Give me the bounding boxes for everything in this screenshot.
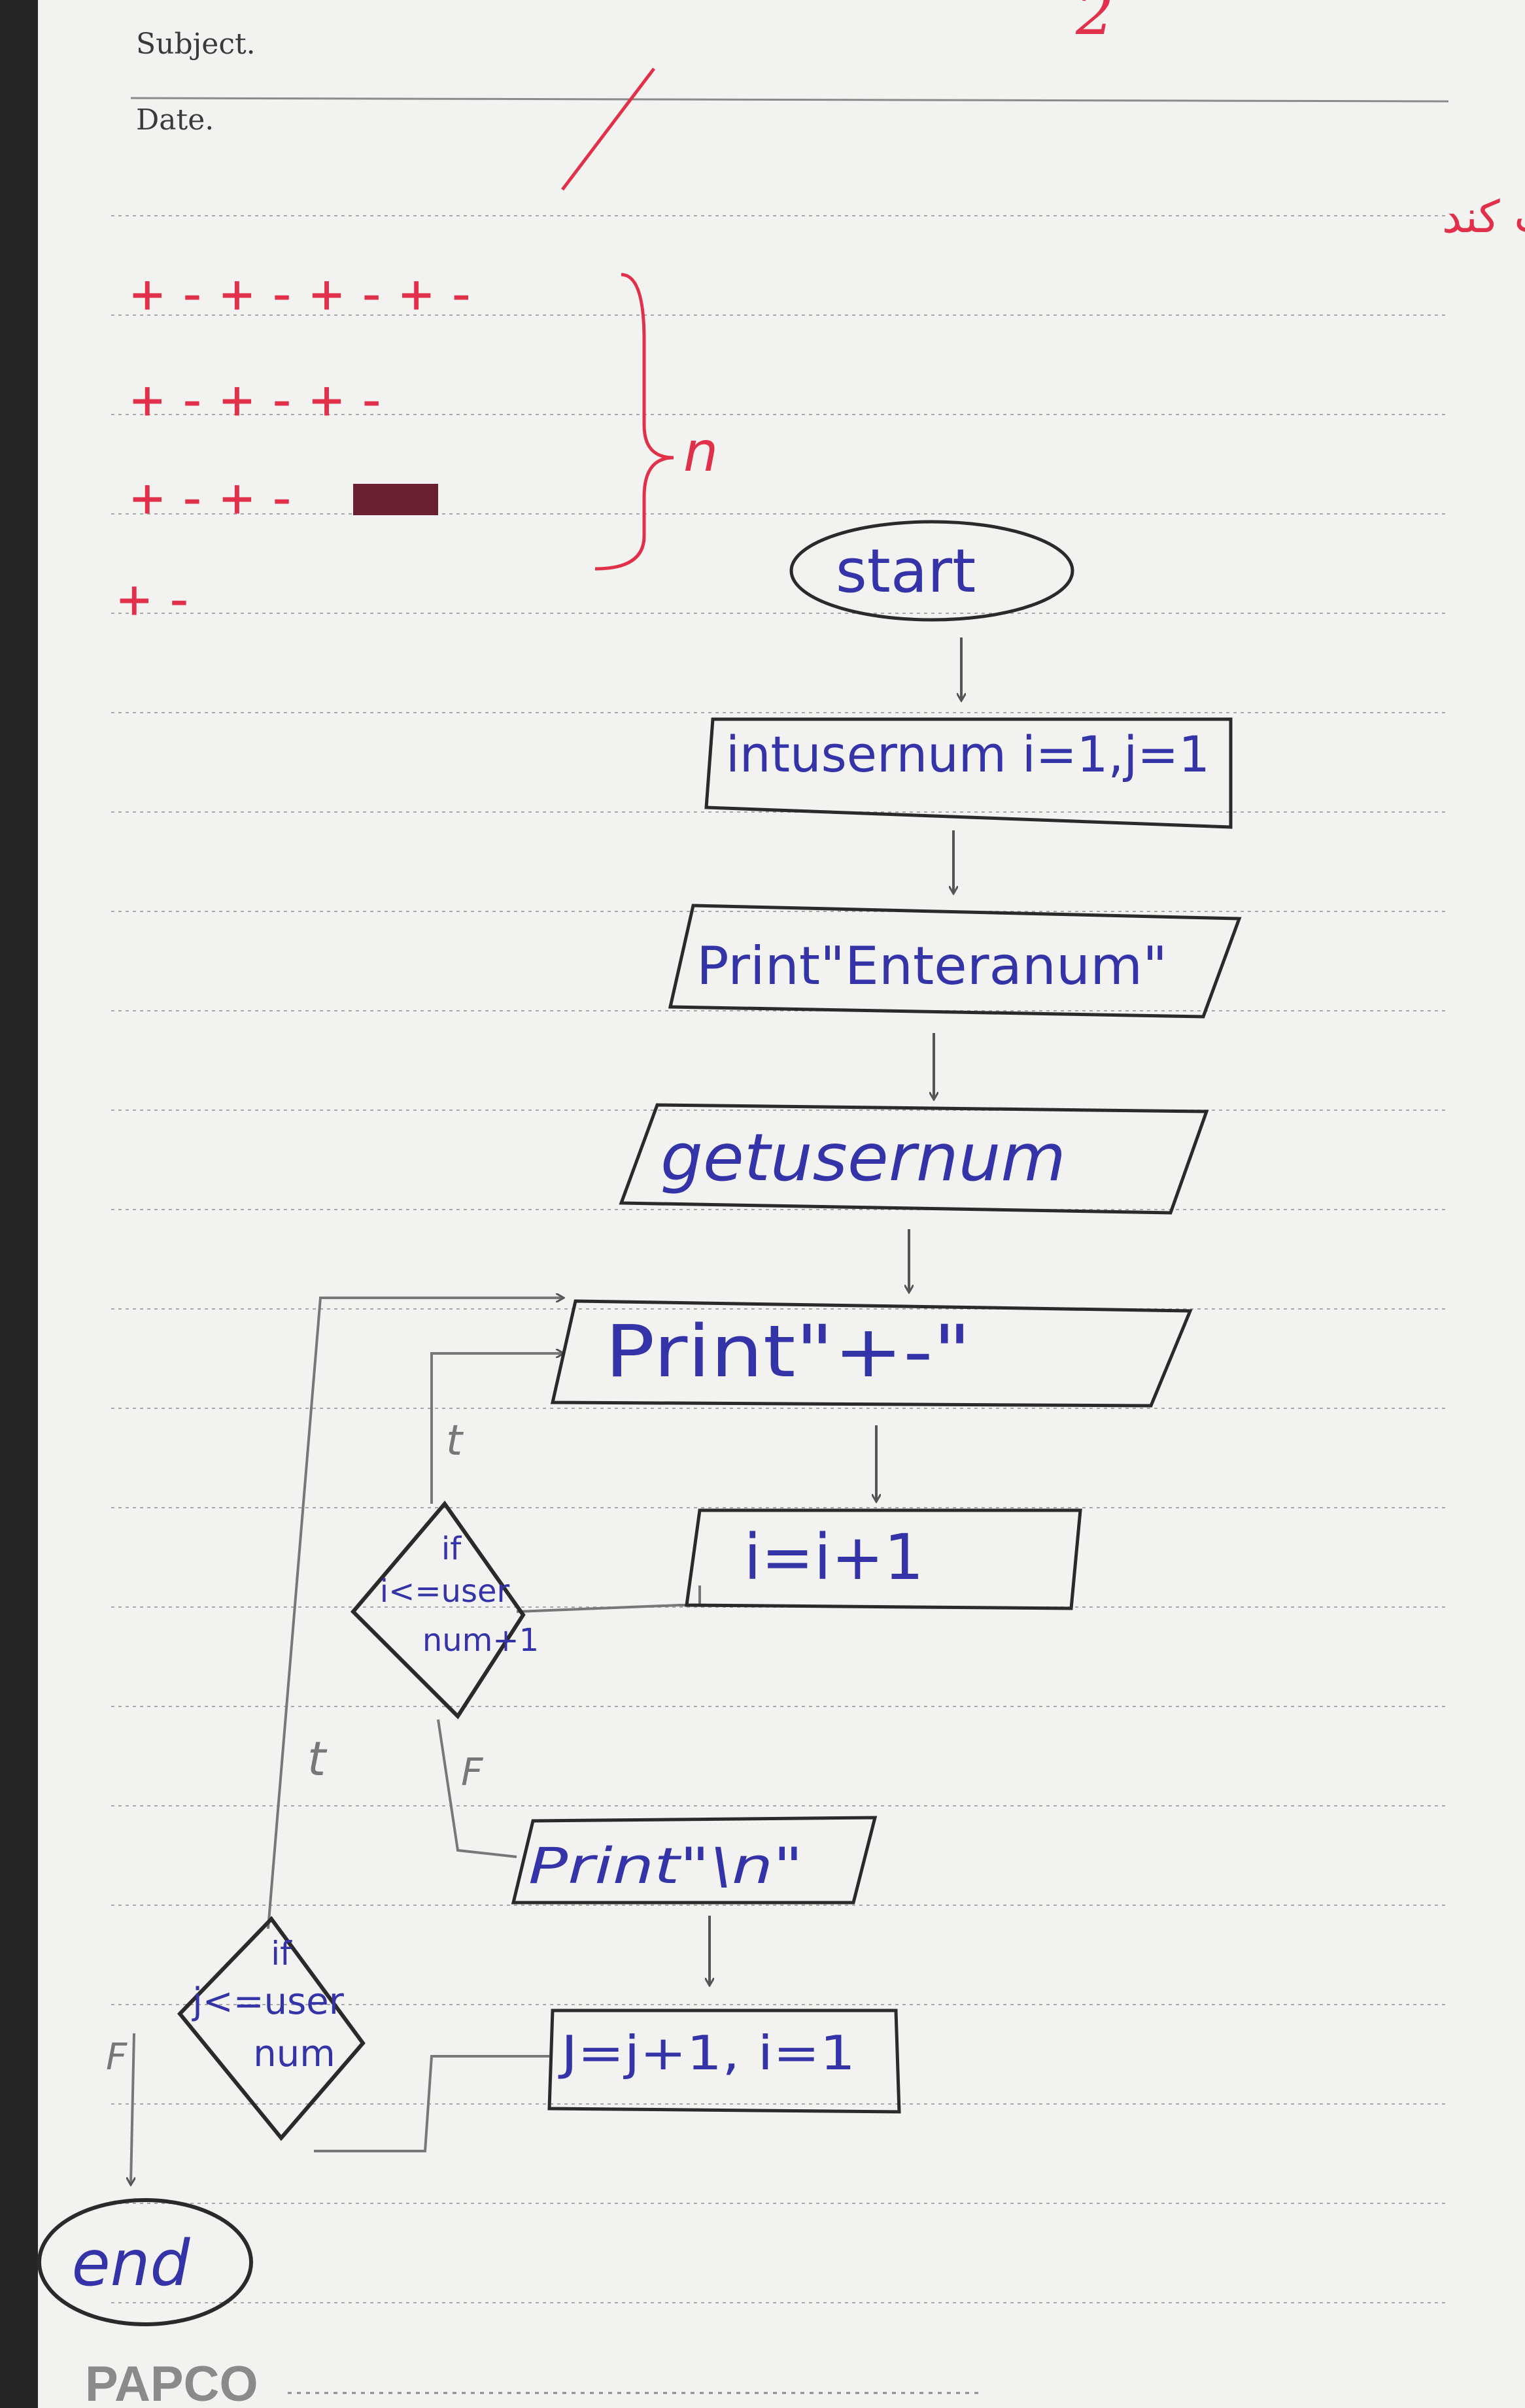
flowchart: start intusernum i=1,j=1 Print"Enteranum… bbox=[37, 520, 1242, 2326]
subject-label: Subject. bbox=[136, 27, 256, 61]
task-instruction: فلوچارتی را رسم کنید که شکل روبرو را چاپ… bbox=[1442, 192, 1525, 243]
page-number-mark: 2 bbox=[1075, 0, 1114, 48]
pattern-example: +-+-+-+- +-+-+- +-+- +- n bbox=[118, 262, 718, 631]
print-plus-minus-text: Print"+-" bbox=[605, 1310, 971, 1393]
end-oval bbox=[37, 2198, 253, 2326]
print-newline-text: Print"\n" bbox=[528, 1837, 803, 1895]
date-label: Date. bbox=[136, 103, 214, 137]
paper bbox=[36, 0, 1525, 2408]
connector-outer-loop bbox=[267, 1298, 562, 1929]
inner-decision: if i<=user num+1 t F bbox=[350, 1417, 539, 1794]
pattern-row: +-+- bbox=[131, 466, 310, 530]
declare-step: intusernum i=1,j=1 bbox=[704, 717, 1233, 829]
pattern-row: +-+-+- bbox=[131, 367, 400, 432]
connector-true-loop bbox=[430, 1353, 562, 1504]
end-terminal: end bbox=[37, 2198, 253, 2326]
increment-i-box bbox=[685, 1508, 1082, 1610]
prompt-step: Print"Enteranum" bbox=[668, 904, 1242, 1019]
end-label: end bbox=[72, 2227, 191, 2300]
brace bbox=[594, 273, 674, 571]
print-plus-minus-step: Print"+-" bbox=[550, 1299, 1193, 1408]
increment-j-box bbox=[547, 2009, 901, 2114]
outer-condition-line: num bbox=[253, 2033, 335, 2075]
brand-logo-text: PAPCO bbox=[85, 2356, 258, 2408]
outer-decision: if j<=user num t F bbox=[106, 1731, 366, 2141]
brace-label: n bbox=[683, 420, 718, 484]
increment-j-step: J=j+1, i=1 bbox=[547, 2009, 901, 2114]
print-plus-minus-parallelogram bbox=[550, 1299, 1193, 1408]
pattern-row: +- bbox=[118, 567, 207, 631]
inner-condition-line: if bbox=[441, 1531, 462, 1567]
binding-edge bbox=[0, 0, 38, 2408]
flow-arrows bbox=[710, 637, 961, 1984]
inner-condition-line: i<=user bbox=[380, 1573, 510, 1610]
inner-condition-line: num+1 bbox=[422, 1622, 539, 1659]
input-parallelogram bbox=[619, 1103, 1209, 1215]
header-rule bbox=[130, 97, 1449, 103]
prompt-text: Print"Enteranum" bbox=[696, 936, 1167, 996]
scribbled-out-mark bbox=[353, 484, 438, 515]
connector-to-end bbox=[131, 2033, 134, 2184]
print-newline-parallelogram bbox=[511, 1816, 878, 1905]
input-step: getusernum bbox=[619, 1103, 1209, 1215]
print-newline-step: Print"\n" bbox=[511, 1816, 878, 1905]
outer-true-label: t bbox=[307, 1731, 328, 1786]
outer-condition-line: if bbox=[271, 1935, 292, 1973]
start-label: start bbox=[836, 536, 976, 606]
outer-condition-line: j<=user bbox=[191, 1980, 345, 2023]
prompt-parallelogram bbox=[668, 904, 1242, 1019]
inner-true-label: t bbox=[446, 1417, 464, 1465]
connector-line bbox=[314, 2055, 549, 2152]
connector-false-branch bbox=[437, 1719, 517, 1858]
pattern-row: +-+-+-+- bbox=[131, 262, 490, 326]
input-text: getusernum bbox=[660, 1119, 1066, 1196]
red-stroke bbox=[561, 67, 655, 191]
outer-false-label: F bbox=[106, 2036, 128, 2078]
declare-text: intusernum i=1,j=1 bbox=[726, 725, 1210, 783]
increment-i-step: i=i+1 bbox=[685, 1508, 1082, 1610]
start-terminal: start bbox=[789, 520, 1074, 622]
start-oval bbox=[789, 520, 1074, 622]
inner-false-label: F bbox=[461, 1750, 484, 1794]
declare-box bbox=[704, 717, 1233, 829]
inner-decision-diamond bbox=[350, 1501, 526, 1720]
connector-line bbox=[516, 1604, 681, 1613]
outer-decision-diamond bbox=[177, 1916, 366, 2141]
increment-i-text: i=i+1 bbox=[744, 1521, 923, 1594]
increment-j-text: J=j+1, i=1 bbox=[558, 2026, 855, 2080]
